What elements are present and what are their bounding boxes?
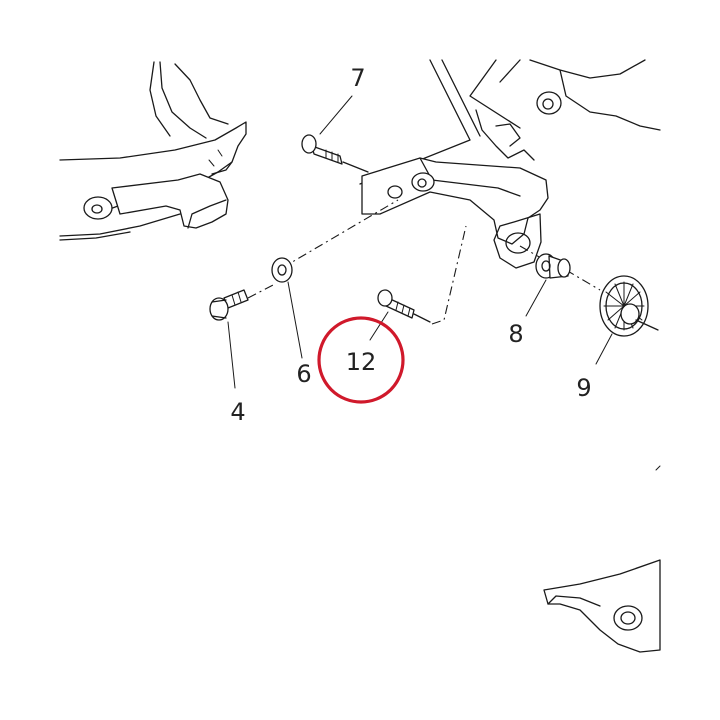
part-4-flange-bolt [209,289,249,321]
callout-9: 9 [576,374,591,402]
callout-7: 7 [350,64,365,92]
part-9-ratchet [599,275,659,337]
part-8-bushing [535,253,571,279]
leader-lines [227,95,613,389]
highlight-circle [317,316,405,404]
callout-6: 6 [296,360,311,388]
callout-8: 8 [508,320,523,348]
part-6-washer [271,257,293,283]
frame-bracket [359,59,661,269]
callout-12: 12 [346,348,377,376]
frame-fragment-left [59,61,247,241]
callout-4: 4 [230,398,245,426]
frame-fragment-lower-right [543,465,661,653]
assembly-axis-lines [247,199,601,325]
part-12-bolt [377,289,431,323]
part-7-bolt [301,134,369,173]
